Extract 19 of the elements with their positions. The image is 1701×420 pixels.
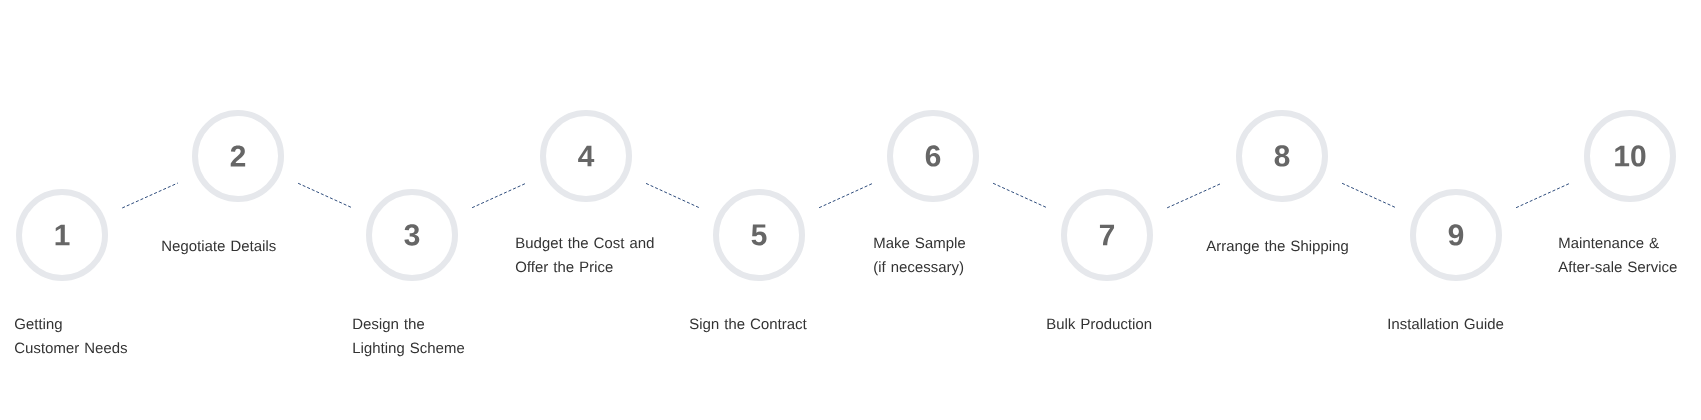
step-label: Getting Customer Needs	[15, 318, 128, 354]
connector-line	[1515, 182, 1571, 209]
step-label: Budget the Cost and Offer the Price	[515, 237, 654, 273]
step-label: Design the Lighting Scheme	[353, 318, 465, 357]
connector-line	[471, 182, 527, 209]
connector-line	[121, 182, 179, 209]
connector-line	[297, 182, 353, 209]
connector-line	[992, 182, 1048, 209]
step-label: Bulk Production	[1047, 318, 1152, 330]
connector-line	[818, 182, 874, 209]
connector-line	[645, 182, 700, 209]
step-label: Maintenance & After-sale Service	[1558, 237, 1677, 273]
step-label: Sign the Contract	[689, 318, 807, 333]
step-label: Installation Guide	[1388, 318, 1504, 330]
step-label: Arrange the Shipping	[1206, 240, 1348, 255]
step-label: Negotiate Details	[162, 240, 276, 255]
step-label: Make Sample (if necessary)	[874, 237, 966, 276]
connector-line	[1166, 182, 1223, 209]
connector-line	[1341, 182, 1397, 209]
